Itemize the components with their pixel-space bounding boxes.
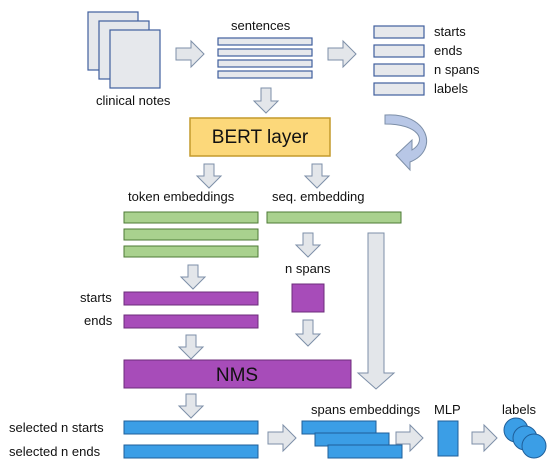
starts-target-bar [373,25,425,39]
labels-target-label: labels [434,81,468,96]
sentences-label: sentences [231,18,291,33]
down-arrow [195,163,223,189]
bert-layer-box [189,117,331,157]
right-arrow [327,39,357,69]
ends-bar [123,314,259,329]
labels-target-bar [373,82,425,96]
nms-box [123,359,352,389]
clinical-notes-stack [87,11,161,89]
down-arrow [177,393,205,419]
span-embedding-bar [327,444,403,459]
ends-target-bar [373,44,425,58]
down-arrow [177,334,205,360]
sentence-bar [217,59,313,68]
seq-embedding-label: seq. embedding [272,189,365,204]
down-arrow [356,232,396,390]
right-arrow [395,423,424,453]
span-embedding-bar [301,420,377,435]
down-arrow [303,163,331,189]
n-spans-target-label: n spans [434,62,480,77]
curved-arrow-icon [384,114,428,172]
right-arrow [175,39,205,69]
mlp-label: MLP [434,402,461,417]
bert-layer-label: BERT layer [212,127,309,148]
nms-label: NMS [216,365,258,386]
starts-label: starts [80,290,112,305]
spans-embeddings-label: spans embeddings [311,402,421,417]
selected-n-starts-label: selected n starts [9,420,104,435]
sentences-bars [217,37,313,79]
labels-output-label: labels [502,402,536,417]
selected-n-ends-bar [123,444,259,459]
n-spans-target-bar [373,63,425,77]
starts-target-label: starts [434,24,466,39]
starts-bar [123,291,259,306]
selected-n-starts-bar [123,420,259,435]
span-embedding-bar [314,432,390,447]
right-arrow [267,423,297,453]
down-arrow [252,87,280,114]
label-circle [521,433,547,459]
sentence-bar [217,70,313,79]
down-arrow [179,264,207,290]
down-arrow [294,319,322,347]
sentence-bar [217,37,313,46]
ends-label: ends [84,313,113,328]
token-embedding-bar [123,211,259,224]
mlp-box [437,420,459,457]
n-spans-label: n spans [285,261,331,276]
down-arrow [294,232,322,258]
token-embeddings-label: token embeddings [128,189,235,204]
labels-output-circles [503,417,547,459]
selected-n-ends-label: selected n ends [9,444,101,459]
ends-target-label: ends [434,43,463,58]
right-arrow [471,423,498,453]
token-embedding-bar [123,245,259,258]
token-embedding-bar [123,228,259,241]
document-icon [109,29,161,89]
clinical-notes-label: clinical notes [96,93,171,108]
n-spans-box [291,283,325,313]
sentence-bar [217,48,313,57]
seq-embedding-bar [266,211,402,224]
